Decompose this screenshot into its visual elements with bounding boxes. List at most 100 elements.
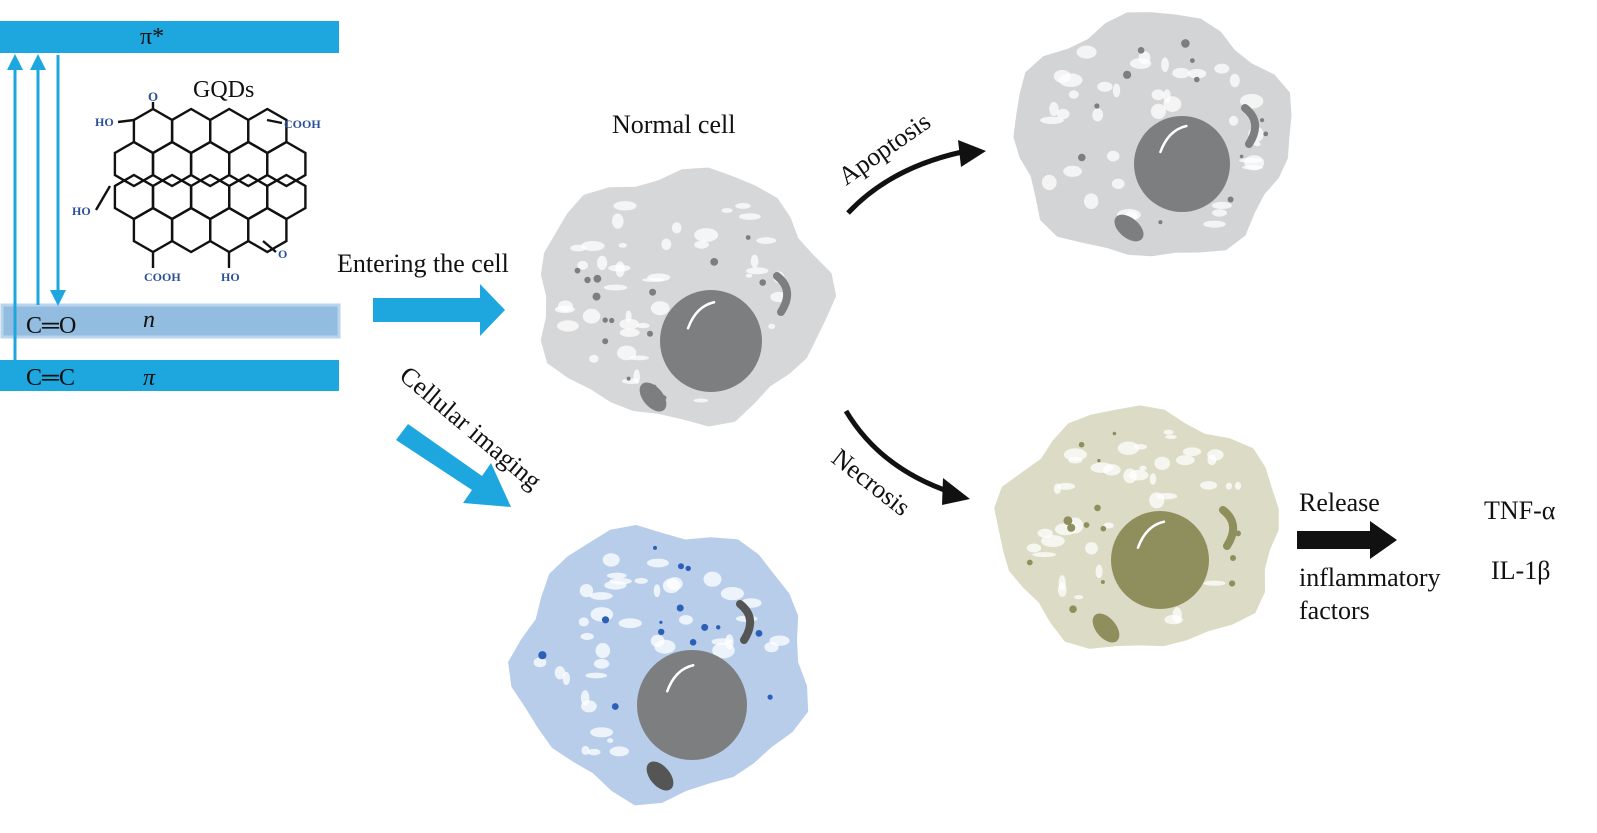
golgi [736, 600, 754, 644]
vesicle [721, 208, 733, 213]
granule [658, 628, 665, 636]
vesicle [1207, 454, 1217, 466]
granule [755, 630, 763, 637]
vesicle [607, 738, 614, 743]
golgi [1241, 104, 1259, 148]
vesicle [1106, 150, 1120, 162]
granule [1239, 154, 1244, 159]
granule [1094, 504, 1101, 512]
vesicle [1112, 83, 1121, 98]
granule [1123, 70, 1132, 79]
vesicle [636, 322, 650, 329]
necrotic-cell [994, 405, 1279, 649]
mitochondrion [1092, 613, 1120, 643]
vesicle [1074, 595, 1084, 600]
vesicle [1103, 522, 1114, 529]
group-ho-bottom: HO [221, 270, 240, 284]
group-o-right: O [278, 247, 287, 261]
vesicle [595, 643, 611, 659]
vesicle [1111, 178, 1125, 189]
n-level-label: n [143, 307, 155, 333]
vesicle [1172, 67, 1190, 79]
granule [1069, 605, 1077, 613]
vesicle [693, 398, 709, 403]
vesicle [1092, 108, 1104, 122]
vesicle [633, 369, 640, 384]
granule [609, 317, 615, 324]
vesicle [1161, 57, 1169, 72]
group-ho-top-left: HO [95, 115, 114, 129]
vesicle [577, 260, 589, 270]
vesicle [1229, 115, 1239, 126]
vesicle [1123, 468, 1137, 484]
hex-ring [266, 140, 307, 188]
vesicle [745, 267, 769, 275]
hex-ring [113, 140, 155, 188]
vesicle [679, 615, 693, 625]
nucleus-highlight [666, 664, 695, 693]
molecule-skeleton [94, 102, 307, 268]
vesicle [1063, 448, 1087, 461]
vesicle [1076, 45, 1097, 59]
vesicle [1211, 201, 1232, 210]
vesicle [580, 690, 590, 706]
transition-arrows [7, 54, 66, 360]
vesicle [1244, 155, 1265, 171]
vesicle [1225, 482, 1232, 490]
vesicle [590, 607, 614, 622]
granule [649, 288, 657, 296]
granule [1181, 39, 1190, 48]
vesicle [1053, 483, 1061, 495]
nucleus [637, 650, 747, 760]
granule [1100, 525, 1107, 532]
pi-star-label: π* [140, 24, 164, 50]
granule [767, 694, 773, 700]
vesicle [606, 572, 627, 579]
group-ho-left: HO [72, 204, 91, 218]
il-label: IL-1β [1491, 556, 1550, 585]
vesicle [582, 308, 601, 324]
vesicle [769, 635, 790, 646]
granule [1194, 76, 1200, 83]
vesicle [1040, 116, 1064, 125]
vesicle [1229, 73, 1240, 88]
granule [601, 616, 610, 624]
vesicle [1049, 102, 1059, 116]
vesicle [557, 300, 573, 312]
normal-cell [540, 167, 837, 427]
vesicle [1053, 69, 1071, 83]
vesicle [712, 642, 735, 659]
vesicle [1150, 103, 1166, 119]
granule [1063, 516, 1073, 525]
vesicle [603, 284, 628, 291]
granule [538, 651, 547, 660]
vesicle [1097, 81, 1113, 92]
granule [592, 292, 601, 301]
granule [574, 267, 581, 274]
granule [1097, 458, 1101, 463]
vesicle [533, 657, 547, 668]
vesicle [609, 578, 632, 585]
vesicle [1203, 580, 1226, 586]
vesicle [581, 745, 590, 755]
vesicle [1253, 141, 1261, 147]
tnf-label: TNF-α [1484, 496, 1556, 525]
granule [1112, 431, 1117, 436]
vesicle [1154, 456, 1171, 470]
vesicle [629, 355, 650, 361]
vesicle [634, 577, 648, 584]
granule [602, 338, 609, 345]
vesicle [1182, 447, 1202, 457]
granule [701, 623, 709, 631]
granule [685, 565, 691, 572]
n-level-band [0, 303, 341, 339]
pi-star-level [0, 21, 339, 53]
granule [593, 274, 602, 283]
granule [710, 258, 719, 266]
group-o-top: O [148, 89, 158, 104]
vesicle [619, 318, 639, 330]
granule [1067, 523, 1076, 532]
vesicle [613, 201, 637, 211]
granule [647, 330, 653, 337]
group-cooh-bottom: COOH [144, 270, 181, 284]
